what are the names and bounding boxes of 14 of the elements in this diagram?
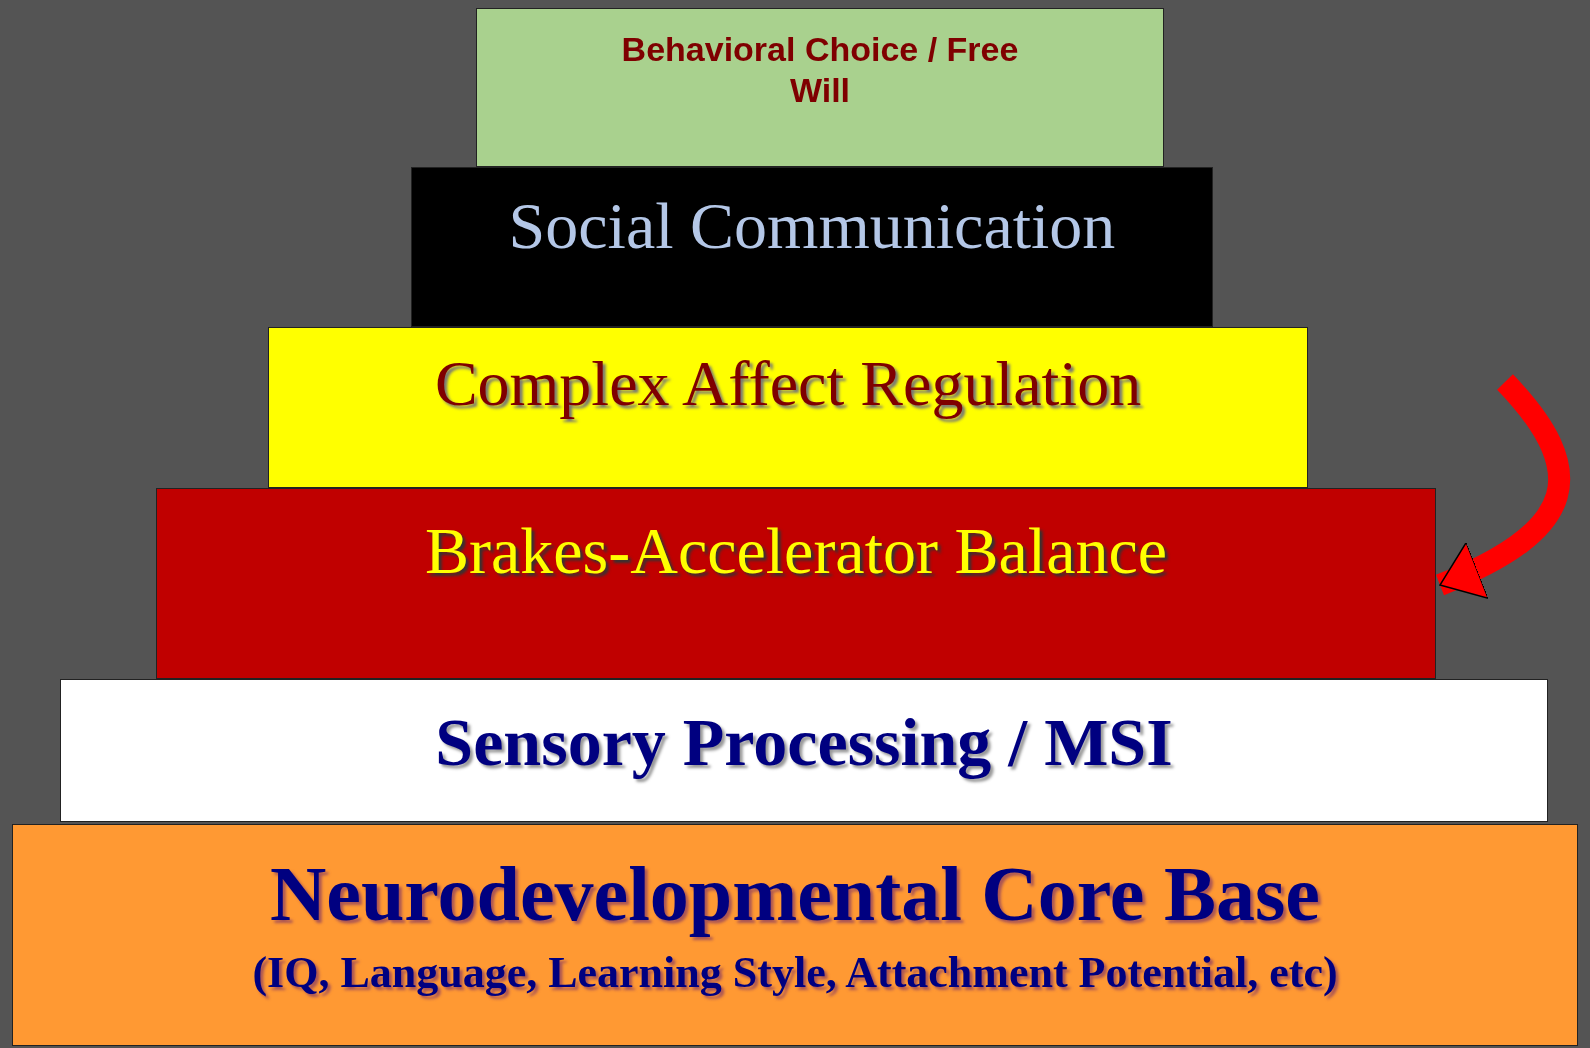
pyramid-tier bbox=[268, 327, 1308, 488]
curved-arrow bbox=[1435, 374, 1571, 598]
pyramid-tier bbox=[476, 8, 1164, 167]
tier-title: Behavioral Choice / Free Will bbox=[620, 29, 1020, 111]
pyramid-tier bbox=[60, 679, 1548, 822]
pyramid-tier bbox=[411, 167, 1213, 327]
tier-title: Brakes-Accelerator Balance bbox=[424, 513, 1168, 589]
pyramid-base bbox=[12, 824, 1578, 1046]
tier-title: Sensory Processing / MSI bbox=[435, 703, 1173, 782]
tier-subtitle: (IQ, Language, Learning Style, Attachment Potential, etc) bbox=[252, 946, 1338, 999]
tier-title: Complex Affect Regulation bbox=[434, 347, 1142, 421]
pyramid-tier bbox=[156, 488, 1436, 679]
tier-title: Social Communication bbox=[508, 188, 1116, 264]
tier-title: Neurodevelopmental Core Base bbox=[270, 849, 1320, 939]
